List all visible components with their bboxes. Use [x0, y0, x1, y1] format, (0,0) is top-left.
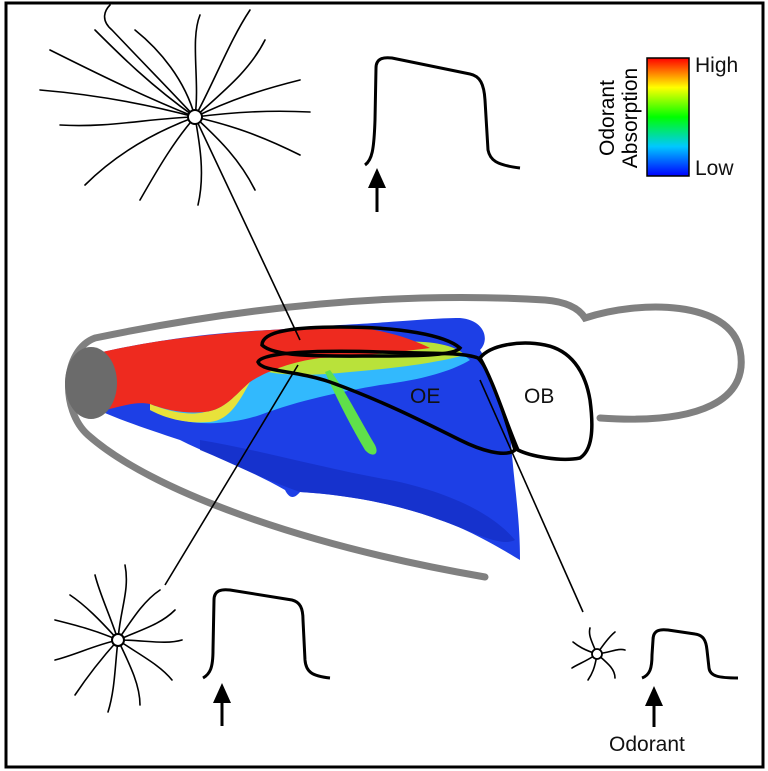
legend-low-label: Low: [695, 157, 734, 181]
oe-label: OE: [410, 385, 440, 409]
medium-neuron-soma: [112, 634, 124, 646]
stimulus-arrow-left: [213, 683, 231, 726]
legend-high-label: High: [695, 54, 738, 78]
response-trace-right: [642, 630, 738, 678]
ob-label: OB: [524, 385, 554, 409]
legend-title-line2: Absorption: [619, 67, 642, 167]
response-trace-top: [365, 58, 520, 168]
legend-title: Odorant Absorption: [589, 60, 649, 175]
large-neuron-soma: [188, 110, 202, 124]
stimulus-arrow-top: [368, 168, 386, 212]
small-neuron-soma: [592, 649, 602, 659]
connector-dorsal: [195, 117, 300, 340]
response-trace-left: [203, 590, 330, 678]
colorbar: [647, 58, 689, 176]
nostril: [65, 347, 117, 419]
stimulus-arrow-right: [645, 686, 663, 727]
odorant-label: Odorant: [609, 733, 685, 757]
large-neuron: [40, 5, 310, 205]
legend-title-line1: Odorant: [596, 67, 619, 167]
